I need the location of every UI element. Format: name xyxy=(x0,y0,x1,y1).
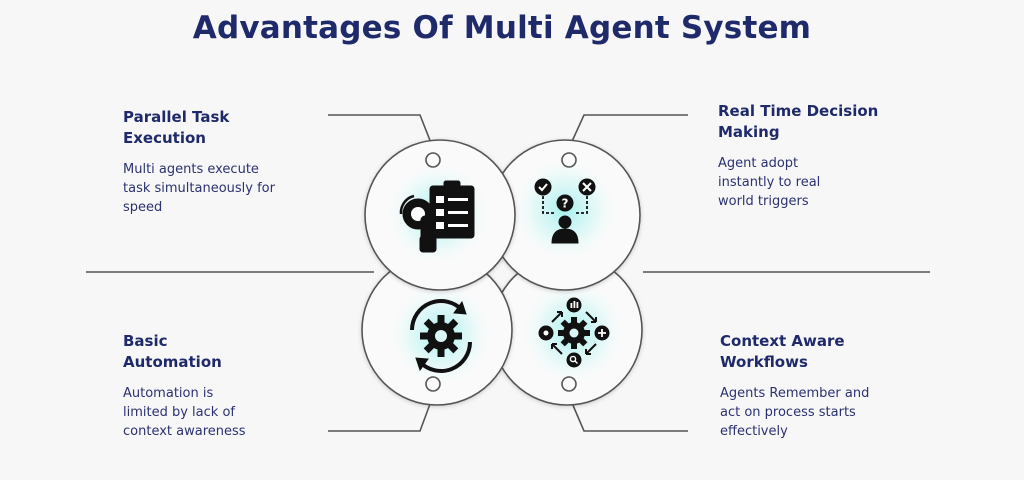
desc-line: Agent adopt xyxy=(718,156,799,171)
desc-line: act on process starts xyxy=(720,405,856,420)
desc-line: instantly to real xyxy=(718,175,821,190)
heading-line: Real Time Decision xyxy=(718,102,879,120)
advantage-description: Agent adopt instantly to real world trig… xyxy=(718,154,928,211)
connector-dot-top-left xyxy=(425,152,441,168)
heading-line: Workflows xyxy=(720,353,808,371)
advantage-parallel-task-execution: Parallel Task Execution Multi agents exe… xyxy=(123,107,323,217)
page-title: Advantages Of Multi Agent System xyxy=(192,10,812,46)
desc-line: task simultaneously for xyxy=(123,181,275,196)
leader-line-top-right xyxy=(568,114,688,149)
heading-line: Context Aware xyxy=(720,332,845,350)
desc-line: effectively xyxy=(720,424,788,439)
advantage-real-time-decision-making: Real Time Decision Making Agent adopt in… xyxy=(718,101,928,211)
desc-line: Agents Remember and xyxy=(720,386,870,401)
checklist-gear-hand-icon xyxy=(399,180,475,253)
svg-text:?: ? xyxy=(562,197,569,211)
advantage-heading: Parallel Task Execution xyxy=(123,107,323,149)
advantage-heading: Real Time Decision Making xyxy=(718,101,928,143)
connector-dot-top-right xyxy=(561,152,577,168)
advantage-context-aware-workflows: Context Aware Workflows Agents Remember … xyxy=(720,331,930,441)
gear-cycle-icon xyxy=(410,299,472,373)
advantage-heading: Basic Automation xyxy=(123,331,323,373)
connector-dot-bottom-right xyxy=(561,376,577,392)
desc-line: Automation is xyxy=(123,386,214,401)
advantage-description: Agents Remember and act on process start… xyxy=(720,384,930,441)
decision-person-icon: ? xyxy=(534,178,596,244)
leader-line-bottom-right xyxy=(568,395,688,432)
advantage-description: Automation is limited by lack of context… xyxy=(123,384,323,441)
heading-line: Automation xyxy=(123,353,222,371)
advantage-description: Multi agents execute task simultaneously… xyxy=(123,160,323,217)
leader-line-bottom-left xyxy=(328,395,434,432)
desc-line: speed xyxy=(123,200,163,215)
connector-dot-bottom-left xyxy=(425,376,441,392)
heading-line: Parallel Task xyxy=(123,108,230,126)
heading-line: Execution xyxy=(123,129,206,147)
advantage-basic-automation: Basic Automation Automation is limited b… xyxy=(123,331,323,441)
desc-line: limited by lack of xyxy=(123,405,235,420)
desc-line: Multi agents execute xyxy=(123,162,259,177)
heading-line: Basic xyxy=(123,332,168,350)
workflow-gear-icon xyxy=(538,297,610,368)
heading-line: Making xyxy=(718,123,780,141)
leader-line-top-left xyxy=(328,114,434,149)
advantage-heading: Context Aware Workflows xyxy=(720,331,930,373)
desc-line: context awareness xyxy=(123,424,246,439)
desc-line: world triggers xyxy=(718,194,809,209)
